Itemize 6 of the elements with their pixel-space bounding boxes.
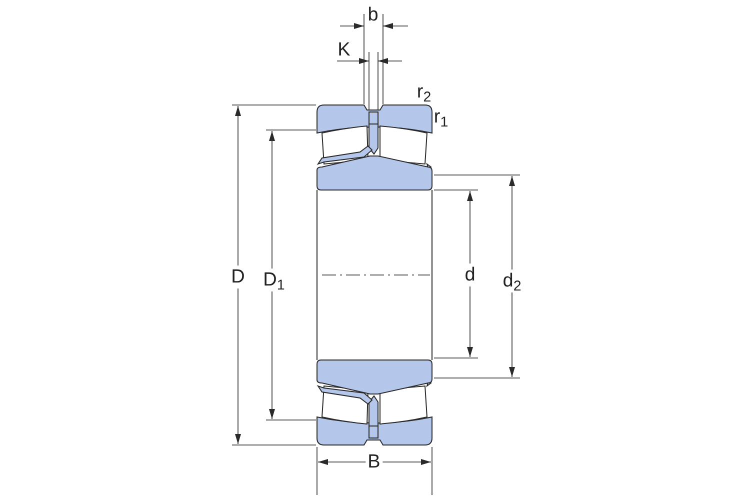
dimension-label: d$_{2}$ <box>500 270 524 292</box>
dimension-label: r$_{2}$ <box>416 80 432 104</box>
dimension-label: K <box>336 38 352 62</box>
dimension-label: r$_{1}$ <box>432 106 450 128</box>
dimension-label: b <box>366 4 380 26</box>
dimension-label: d <box>462 264 478 286</box>
